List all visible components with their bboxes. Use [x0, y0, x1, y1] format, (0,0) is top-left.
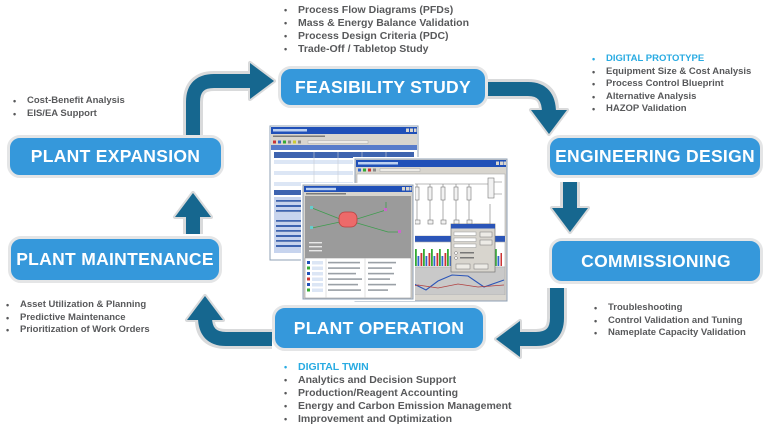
arrow-expansion-to-feasibility: [183, 61, 276, 142]
engineering-bullets: • DIGITAL PROTOTYPE • Equipment Size & Cos…: [592, 53, 751, 116]
stage-label: FEASIBILITY STUDY: [295, 76, 471, 97]
bullet-icon: •: [284, 414, 288, 424]
bullet-icon: •: [6, 325, 10, 336]
stage-plant-expansion: PLANT EXPANSION: [7, 135, 224, 178]
bullet-icon: •: [594, 328, 598, 339]
bullet-icon: •: [284, 31, 288, 41]
bullet-text: Equipment Size & Cost Analysis: [606, 65, 752, 77]
bullet-text: Process Control Blueprint: [606, 78, 724, 90]
bullet-text: Prioritization of Work Orders: [20, 324, 150, 336]
bullet-icon: •: [284, 18, 288, 28]
bullet-icon: •: [6, 300, 10, 310]
bullet-text: HAZOP Validation: [606, 103, 687, 115]
expansion-bullets: • Cost-Benefit Analysis • EIS/EA Support: [13, 95, 125, 120]
bullet-icon: •: [284, 388, 288, 398]
bullet-icon: •: [592, 66, 596, 77]
dialog-panel: [450, 223, 496, 273]
bullet-text: Energy and Carbon Emission Management: [298, 400, 512, 412]
stage-plant-maintenance: PLANT MAINTENANCE: [8, 236, 222, 283]
software-screenshots-collage: [269, 125, 509, 303]
bullet-header: DIGITAL TWIN: [298, 361, 369, 373]
bullet-text: Production/Reagent Accounting: [298, 387, 459, 399]
stage-label: PLANT MAINTENANCE: [16, 249, 214, 269]
bullet-icon: •: [13, 96, 17, 106]
bullet-text: Asset Utilization & Planning: [20, 299, 147, 310]
bullet-icon: •: [592, 104, 596, 115]
stage-label: PLANT OPERATION: [293, 317, 465, 338]
commissioning-bullets: • Troubleshooting • Control Validation and…: [594, 302, 746, 340]
arrow-engineering-to-commissioning: [550, 182, 590, 234]
stage-plant-operation: PLANT OPERATION: [272, 305, 486, 351]
bullet-icon: •: [592, 91, 596, 102]
bullet-icon: •: [284, 401, 288, 411]
bullet-text: Control Validation and Tuning: [608, 314, 743, 326]
bullet-icon: •: [13, 108, 17, 119]
bullet-text: Trade-Off / Tabletop Study: [298, 43, 429, 55]
bullet-icon: •: [592, 79, 596, 90]
bullet-text: Improvement and Optimization: [298, 413, 453, 425]
bullet-icon: •: [6, 312, 10, 323]
bullet-text: Mass & Energy Balance Validation: [298, 17, 469, 29]
bullet-text: EIS/EA Support: [27, 107, 97, 119]
bullet-text: Cost-Benefit Analysis: [27, 95, 125, 106]
stage-label: PLANT EXPANSION: [30, 146, 201, 166]
bullet-header: DIGITAL PROTOTYPE: [606, 53, 705, 64]
bullet-icon: •: [592, 54, 596, 64]
arrow-operation-to-maintenance: [185, 294, 272, 349]
bullet-text: Predictive Maintenance: [20, 311, 126, 323]
bullet-text: Analytics and Decision Support: [298, 374, 457, 386]
bullet-icon: •: [284, 44, 288, 54]
vessel-shape: [338, 211, 358, 228]
bullet-icon: •: [284, 362, 288, 372]
arrow-maintenance-to-expansion: [173, 191, 213, 234]
stage-label: COMMISSIONING: [581, 250, 731, 271]
maintenance-bullets: • Asset Utilization & Planning • Predictiv…: [6, 299, 150, 337]
bullet-text: Alternative Analysis: [606, 90, 697, 102]
bullet-icon: •: [284, 375, 288, 385]
bullet-icon: •: [594, 315, 598, 326]
bullet-text: Troubleshooting: [608, 302, 683, 313]
stage-feasibility-study: FEASIBILITY STUDY: [278, 66, 488, 108]
bullet-text: Process Flow Diagrams (PFDs): [298, 4, 454, 16]
bullet-text: Process Design Criteria (PDC): [298, 30, 449, 42]
feasibility-bullets: • Process Flow Diagrams (PFDs) • Mass & En…: [284, 4, 469, 56]
stage-engineering-design: ENGINEERING DESIGN: [547, 135, 763, 178]
bullet-text: Nameplate Capacity Validation: [608, 327, 746, 339]
operation-bullets: • DIGITAL TWIN • Analytics and Decision Su…: [284, 361, 512, 426]
bullet-icon: •: [594, 303, 598, 313]
pid-window: [301, 183, 415, 301]
stage-commissioning: COMMISSIONING: [549, 238, 763, 284]
bullet-icon: •: [284, 5, 288, 15]
stage-label: ENGINEERING DESIGN: [555, 146, 755, 166]
